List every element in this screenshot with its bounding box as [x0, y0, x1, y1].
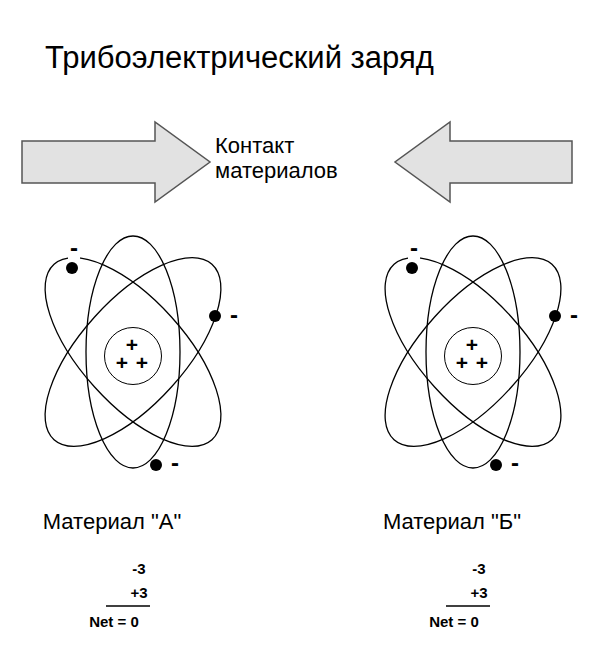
material-name: Материал "Б" [383, 509, 521, 534]
contact-arrow [22, 122, 210, 202]
contact-label: Контакт материалов [215, 133, 345, 184]
nucleus: +++ [104, 327, 162, 385]
charge-sign: + [136, 352, 148, 373]
nucleus: +++ [444, 327, 502, 385]
sum-line [106, 605, 150, 607]
title: Трибоэлектрический заряд [45, 40, 434, 76]
charge-sign: + [456, 352, 468, 373]
electron-sign: - [228, 304, 240, 326]
charge-count: +3 [130, 584, 147, 601]
atom [15, 230, 250, 475]
electron [66, 262, 561, 471]
charge-count: -3 [132, 560, 145, 577]
electron-sign: - [169, 452, 181, 474]
charge-count: -3 [472, 560, 485, 577]
electron-sign: - [568, 304, 580, 326]
net-charge: Net = 0 [89, 613, 139, 630]
charge-count: +3 [470, 584, 487, 601]
sum-line [446, 605, 490, 607]
charge-sign: + [116, 352, 128, 373]
material-name: Материал "А" [43, 509, 181, 534]
electron-sign: - [408, 237, 420, 259]
electron-sign: - [509, 452, 521, 474]
atom [355, 230, 590, 475]
electron-sign: - [68, 237, 80, 259]
contact-arrow [395, 122, 572, 202]
charge-sign: + [476, 352, 488, 373]
net-charge: Net = 0 [429, 613, 479, 630]
